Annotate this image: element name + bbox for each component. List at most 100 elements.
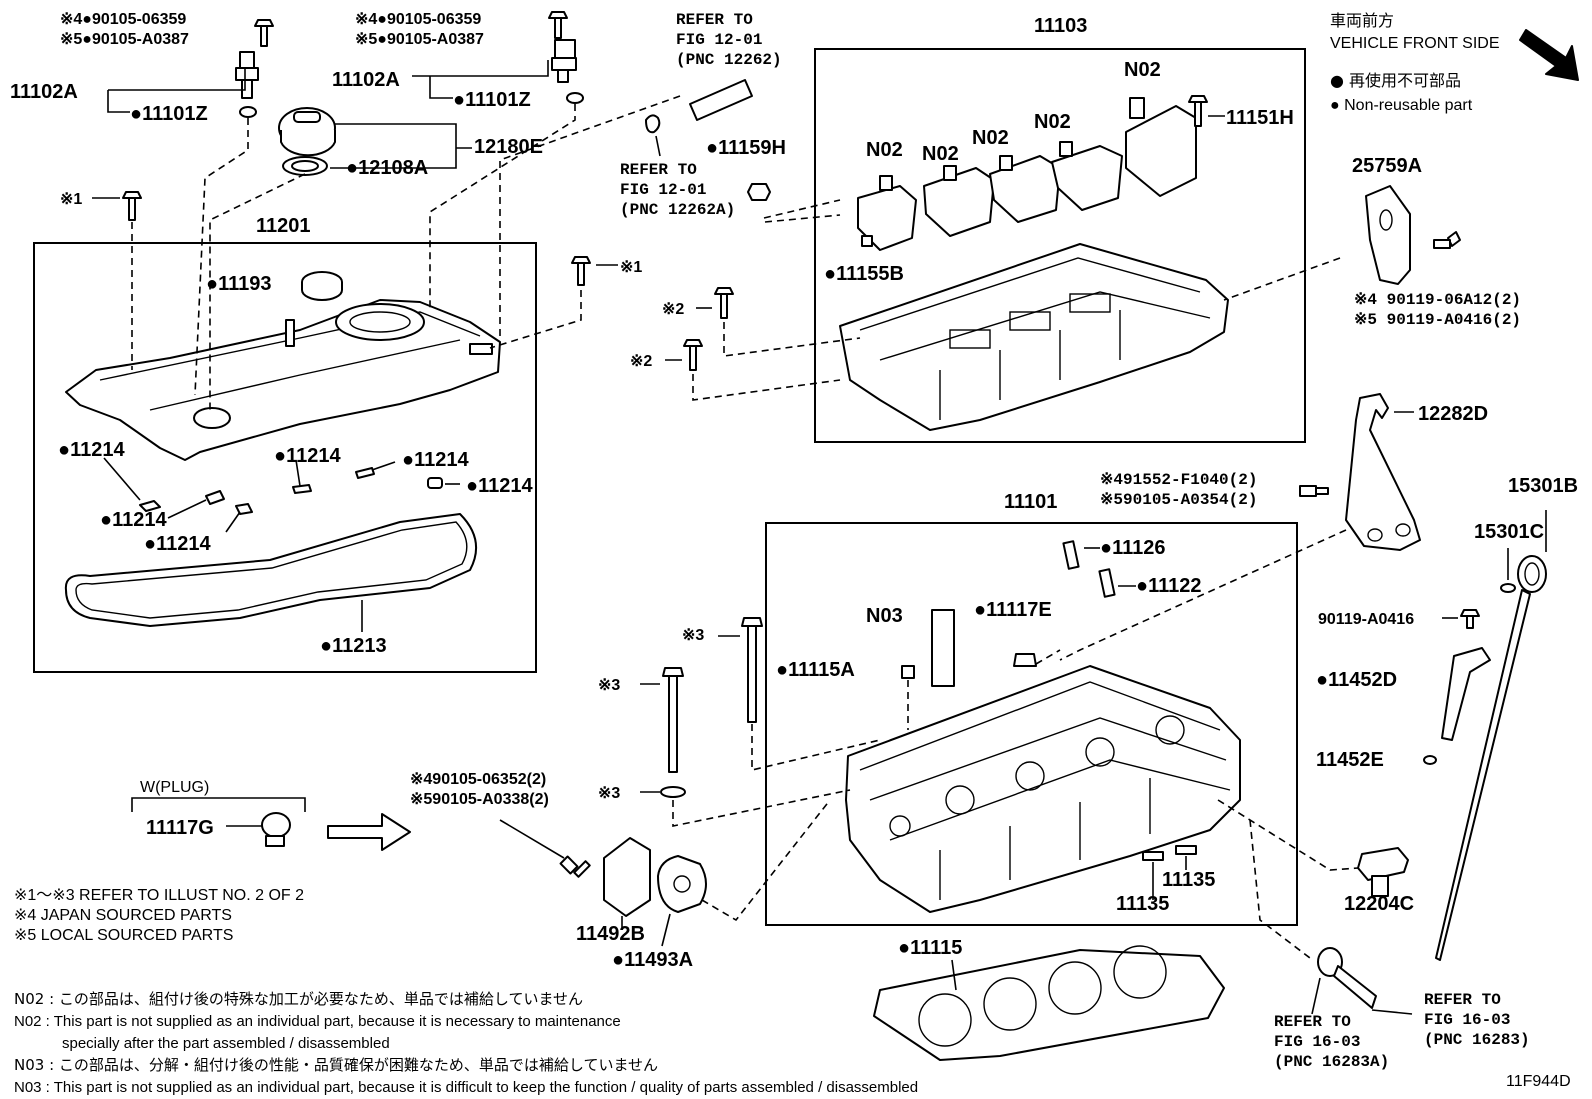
clip-11214-d[interactable] [292,484,312,494]
dipstick-15301B[interactable] [1435,555,1547,961]
cover-gasket-11213[interactable] [64,513,477,627]
bolt-90105-06359-left[interactable] [254,19,274,47]
bearing-cap-n02-5[interactable] [1125,97,1197,197]
head-bolt-k3-upper[interactable] [741,617,763,723]
label-11115A[interactable]: ●11115A [776,659,855,681]
bolt-90119-A0416[interactable] [1460,609,1480,629]
label-11155B[interactable]: ●11155B [824,263,904,285]
label-11213[interactable]: ●11213 [320,635,387,657]
label-11214-2[interactable]: ●11214 [100,509,167,531]
label-11201[interactable]: 11201 [256,215,311,237]
bearing-cap-n02-4[interactable] [1051,141,1123,211]
label-11214-1[interactable]: ●11214 [58,439,125,461]
o-ring-11452E[interactable] [1423,755,1437,765]
label-11493A[interactable]: ●11493A [612,949,693,971]
bolt-k1-left[interactable] [122,191,142,221]
cam-position-sensor-right[interactable] [551,39,577,83]
label-11117E[interactable]: ●11117E [974,599,1052,621]
label-k3-lower: ※3 [598,785,620,802]
bolt-90119-06A12[interactable] [1433,231,1461,249]
label-25759A[interactable]: 25759A [1352,155,1422,177]
bolt-91552-F1040[interactable] [1299,485,1329,497]
dipstick-guide-11452D[interactable] [1441,647,1491,741]
clip-11214-f[interactable] [427,477,443,489]
clip-11214-c[interactable] [235,503,253,515]
filler-cap-gasket[interactable] [282,156,328,176]
bolt-k2-lower[interactable] [683,339,703,371]
bearing-cap-n02-2[interactable] [923,165,995,237]
ref2-line1: REFER TO [620,161,697,179]
hose-fitting-16283[interactable] [1317,947,1377,1009]
label-11135-b[interactable]: 11135 [1162,869,1215,891]
bolt-k1-right[interactable] [571,256,591,286]
label-12204C[interactable]: 12204C [1344,893,1414,915]
dowel-11115A[interactable] [901,665,915,679]
head-gasket-11115[interactable] [873,945,1225,1061]
clamp-12262A[interactable] [645,114,661,134]
label-11159H[interactable]: ●11159H [706,137,786,159]
nut-11159H[interactable] [747,183,771,201]
bolt-11151H[interactable] [1188,95,1208,127]
label-11101[interactable]: 11101 [1004,491,1057,513]
sensor-12204C[interactable] [1357,847,1409,897]
label-11115[interactable]: ●11115 [898,937,962,959]
label-11214-3[interactable]: ●11214 [144,533,211,555]
cylinder-head[interactable] [845,665,1241,913]
label-11151H[interactable]: 11151H [1226,107,1294,129]
bolt-90105-06352[interactable] [559,855,591,878]
pin-11122[interactable] [1098,568,1116,598]
label-11492B[interactable]: 11492B [576,923,645,945]
pin-11135-a[interactable] [1142,851,1164,861]
label-11122[interactable]: ●11122 [1136,575,1202,597]
cylinder-head-cover[interactable] [65,299,501,461]
bolt-90105-06359-right[interactable] [548,11,568,39]
gasket-11493A[interactable] [657,855,707,913]
clip-11214-e[interactable] [355,467,375,479]
clip-11214-a[interactable] [139,500,161,512]
label-11102A-right[interactable]: 11102A [332,69,400,91]
label-11452E[interactable]: 11452E [1316,749,1384,771]
label-12282D[interactable]: 12282D [1418,403,1488,425]
label-11103[interactable]: 11103 [1034,15,1087,37]
label-15301C[interactable]: 15301C [1474,521,1544,543]
bearing-cap-n02-1[interactable] [857,175,917,251]
dowel-11155B[interactable] [861,235,873,247]
o-ring-11101z-right[interactable] [566,92,584,104]
bracket-12282D[interactable] [1345,393,1421,551]
cam-position-sensor-left[interactable] [235,51,259,99]
footnote-n02-en-2: specially after the part assembled / dis… [62,1035,390,1052]
label-11135-a[interactable]: 11135 [1116,893,1169,915]
label-n02-4: N02 [1034,111,1071,133]
label-11214-6[interactable]: ●11214 [466,475,533,497]
plate-11492B[interactable] [603,837,651,917]
bracket-25759A[interactable] [1365,185,1411,285]
label-11117G[interactable]: 11117G [146,817,214,839]
label-90119-A0416[interactable]: 90119-A0416 [1318,611,1414,628]
o-ring-15301C[interactable] [1500,583,1516,593]
pin-11126[interactable] [1062,540,1080,570]
label-11102A-left[interactable]: 11102A [10,81,78,103]
hose-12262[interactable] [689,79,753,121]
label-11101Z-right[interactable]: ●11101Z [453,89,531,111]
cover-plug-11193[interactable] [301,271,343,301]
label-12108A[interactable]: ●12108A [346,157,428,179]
pin-11135-b[interactable] [1175,845,1197,855]
plug-11117E[interactable] [1013,653,1037,667]
head-bolt-k3-lower[interactable] [662,667,684,773]
label-11193[interactable]: ●11193 [206,273,272,295]
label-12180E[interactable]: 12180E [474,136,543,158]
bearing-cap-n02-3[interactable] [989,155,1061,223]
label-11214-4[interactable]: ●11214 [274,445,341,467]
clip-11214-b[interactable] [205,490,225,505]
label-11101Z-left[interactable]: ●11101Z [130,103,208,125]
plug-11117G[interactable] [261,812,291,847]
washer-k3[interactable] [660,786,686,798]
camshaft-housing[interactable] [839,243,1229,431]
label-11126[interactable]: ●11126 [1100,537,1166,559]
oil-filler-cap[interactable] [278,107,336,157]
label-15301B[interactable]: 15301B [1508,475,1578,497]
o-ring-11101z-left[interactable] [239,106,257,118]
bolt-k2-upper[interactable] [714,287,734,319]
label-11214-5[interactable]: ●11214 [402,449,469,471]
label-11452D[interactable]: ●11452D [1316,669,1397,691]
